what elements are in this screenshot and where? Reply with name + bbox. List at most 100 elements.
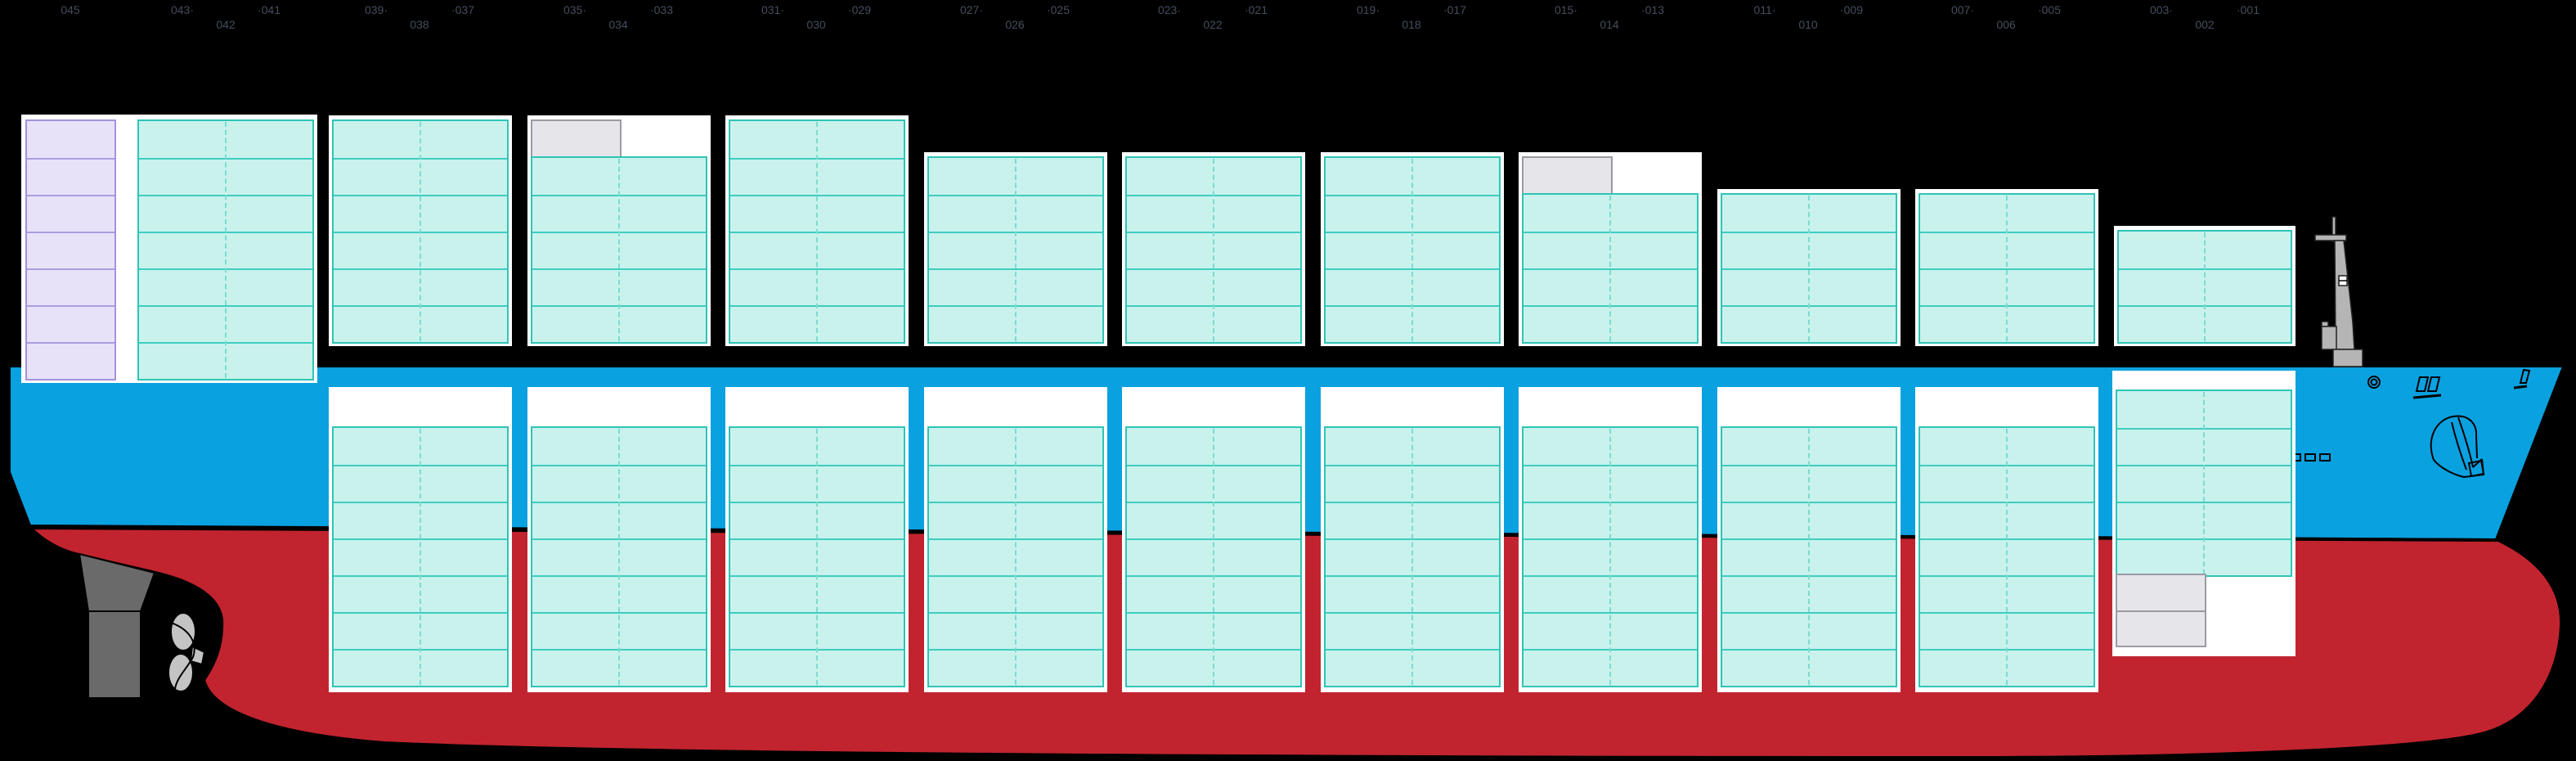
twenty-foot-divider (1808, 429, 1810, 685)
bay-label-029: ·029 (847, 3, 872, 16)
bay-034-above-deck-teal-stack (531, 156, 707, 344)
bay-022-below-deck-teal-stack (1125, 426, 1302, 687)
slot-row[interactable] (2117, 610, 2205, 646)
twenty-foot-divider (225, 122, 227, 378)
bay-label-019: 019· (1356, 3, 1380, 16)
bay-014-above-deck-teal-stack (1522, 193, 1699, 344)
bow-details (2290, 368, 2531, 479)
bay-label-007: 007· (1950, 3, 1975, 16)
bay-038-below-deck-teal-stack (332, 426, 509, 687)
twenty-foot-divider (2006, 429, 2008, 685)
panel-below-026 (924, 387, 1107, 692)
slot-row[interactable] (27, 268, 114, 305)
bay-label-038: 038 (410, 18, 429, 31)
bay-label-005: ·005 (2037, 3, 2062, 16)
bay-label-027: 027· (959, 3, 984, 16)
bay-002-below-deck-gray-stack (2116, 574, 2206, 647)
bay-label-025: ·025 (1046, 3, 1070, 16)
panel-above-018 (1321, 152, 1504, 346)
bay-010-above-deck-teal-stack (1721, 193, 1897, 344)
slot-row[interactable] (27, 305, 114, 342)
bay-label-022: 022 (1203, 18, 1223, 31)
slot-row[interactable] (2117, 575, 2205, 610)
slot-row[interactable] (27, 195, 114, 232)
twenty-foot-divider (1015, 429, 1016, 685)
panel-above-014 (1519, 152, 1702, 346)
twenty-foot-divider (1213, 429, 1214, 685)
bay-label-042: 042 (216, 18, 236, 31)
bay-label-035: 035· (563, 3, 587, 16)
bay-label-003: 003· (2149, 3, 2174, 16)
foremast (2314, 216, 2363, 367)
panel-below-022 (1122, 387, 1305, 692)
bay-006-below-deck-teal-stack (1919, 426, 2095, 687)
bay-026-above-deck-teal-stack (927, 156, 1104, 344)
slot-row[interactable] (1524, 158, 1611, 193)
anchor-sketch (2430, 415, 2485, 479)
bay-014-below-deck-teal-stack (1522, 426, 1699, 687)
bow-flag-mark (2519, 368, 2531, 384)
slot-row[interactable] (27, 158, 114, 195)
panel-below-010 (1717, 387, 1901, 692)
panel-above-045-042 (21, 115, 317, 383)
panel-above-006 (1915, 189, 2098, 346)
bay-014-above-deck-gray-stack (1522, 156, 1613, 195)
twenty-foot-divider (1609, 196, 1611, 341)
bay-018-above-deck-teal-stack (1324, 156, 1501, 344)
twenty-foot-divider (816, 122, 818, 341)
bay-label-021: ·021 (1244, 3, 1268, 16)
twenty-foot-divider (618, 429, 620, 685)
bay-label-014: 014 (1600, 18, 1619, 31)
bay-010-below-deck-teal-stack (1721, 426, 1897, 687)
rudder (78, 552, 156, 699)
bay-026-below-deck-teal-stack (927, 426, 1104, 687)
bay-label-034: 034 (608, 18, 628, 31)
bay-label-037: ·037 (451, 3, 475, 16)
bay-045-above-deck-lavender-stack (25, 119, 116, 380)
panel-below-034 (527, 387, 711, 692)
bay-label-006: 006 (1996, 18, 2016, 31)
twenty-foot-divider (2203, 392, 2205, 574)
twenty-foot-divider (1808, 196, 1810, 341)
bay-label-039: 039· (364, 3, 388, 16)
slot-row[interactable] (27, 232, 114, 268)
bay-label-026: 026 (1005, 18, 1025, 31)
bay-034-below-deck-teal-stack (531, 426, 707, 687)
bay-002-below-deck-teal-stack (2116, 390, 2292, 577)
panel-above-034 (527, 115, 711, 346)
bay-label-015: 015· (1554, 3, 1578, 16)
deck-fitting (2304, 453, 2316, 462)
bay-002-above-deck-teal-stack (2117, 230, 2292, 344)
panel-above-026 (924, 152, 1107, 346)
bay-label-017: ·017 (1443, 3, 1467, 16)
twenty-foot-divider (816, 429, 818, 685)
slot-row[interactable] (532, 121, 620, 156)
bay-label-013: ·013 (1640, 3, 1665, 16)
twenty-foot-divider (1609, 429, 1611, 685)
twenty-foot-divider (2204, 232, 2206, 341)
deck-fitting (2319, 453, 2331, 462)
panel-above-022 (1122, 152, 1305, 346)
bay-030-above-deck-teal-stack (729, 119, 905, 344)
bay-label-001: ·001 (2236, 3, 2260, 16)
bay-006-above-deck-teal-stack (1919, 193, 2095, 344)
bay-label-045: 045 (61, 3, 80, 16)
panel-below-002 (2112, 371, 2296, 656)
bay-030-below-deck-teal-stack (729, 426, 905, 687)
bay-label-041: ·041 (257, 3, 281, 16)
twenty-foot-divider (1411, 159, 1413, 341)
bay-042-above-deck-teal-stack (137, 119, 314, 380)
bay-018-below-deck-teal-stack (1324, 426, 1501, 687)
bay-label-043: 043· (170, 3, 195, 16)
slot-row[interactable] (27, 342, 114, 379)
twenty-foot-divider (1213, 159, 1214, 341)
panel-above-038 (329, 115, 512, 346)
bay-034-above-deck-gray-stack (531, 119, 622, 158)
panel-above-010 (1717, 189, 1901, 346)
slot-row[interactable] (27, 121, 114, 158)
bay-label-009: ·009 (1839, 3, 1864, 16)
bay-038-above-deck-teal-stack (332, 119, 509, 344)
bay-label-018: 018 (1402, 18, 1421, 31)
bay-label-031: 031· (761, 3, 785, 16)
